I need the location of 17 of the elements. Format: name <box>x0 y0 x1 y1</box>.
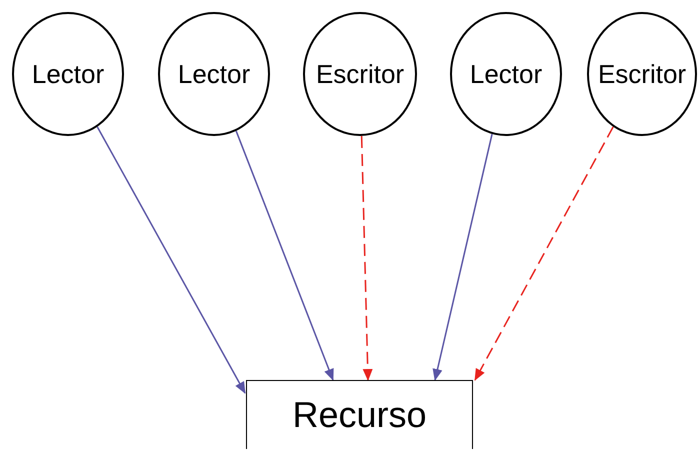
node-label: Recurso <box>292 394 427 436</box>
resource-box <box>246 380 473 449</box>
actor-circle <box>587 12 697 136</box>
node-label: Escritor <box>598 58 686 90</box>
node-label: Lector <box>32 58 104 90</box>
actor-circle <box>450 12 562 136</box>
node-label: Escritor <box>316 58 404 90</box>
arrow <box>360 136 373 381</box>
arrow <box>235 130 334 381</box>
node-label: Lector <box>178 58 250 90</box>
actor-circle <box>303 12 417 136</box>
actor-circle <box>12 12 124 136</box>
arrow <box>96 126 246 394</box>
actor-circle <box>158 12 270 136</box>
arrow <box>432 134 493 381</box>
arrow <box>474 126 614 381</box>
node-label: Lector <box>470 58 542 90</box>
